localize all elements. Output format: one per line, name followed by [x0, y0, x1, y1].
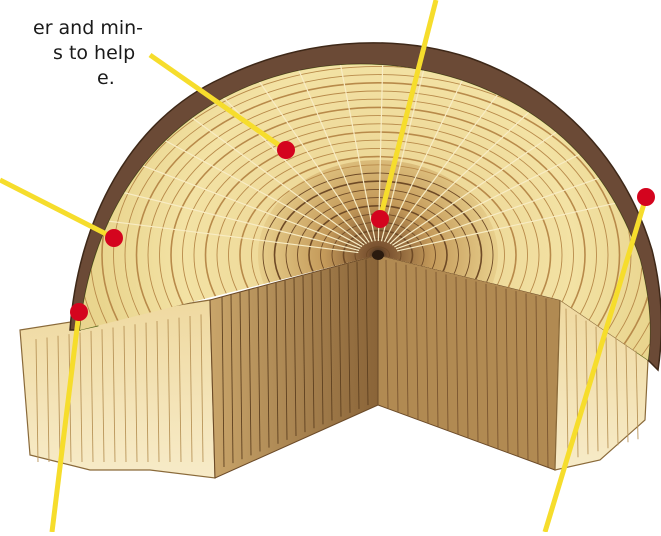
pointer-dot-bark-left	[70, 303, 88, 321]
caption-line-2: s to help	[53, 41, 135, 66]
leader-line-left	[0, 180, 114, 238]
caption-line-3: e.	[97, 66, 115, 91]
pith	[372, 250, 384, 260]
pointer-dot-heartwood	[371, 210, 389, 228]
pointer-dot-cambium	[105, 229, 123, 247]
caption-line-1: er and min-	[33, 16, 143, 41]
caption-fragment: er and min- s to help e.	[0, 0, 160, 125]
pointer-dot-bark-right	[637, 188, 655, 206]
pointer-dot-sapwood	[277, 141, 295, 159]
